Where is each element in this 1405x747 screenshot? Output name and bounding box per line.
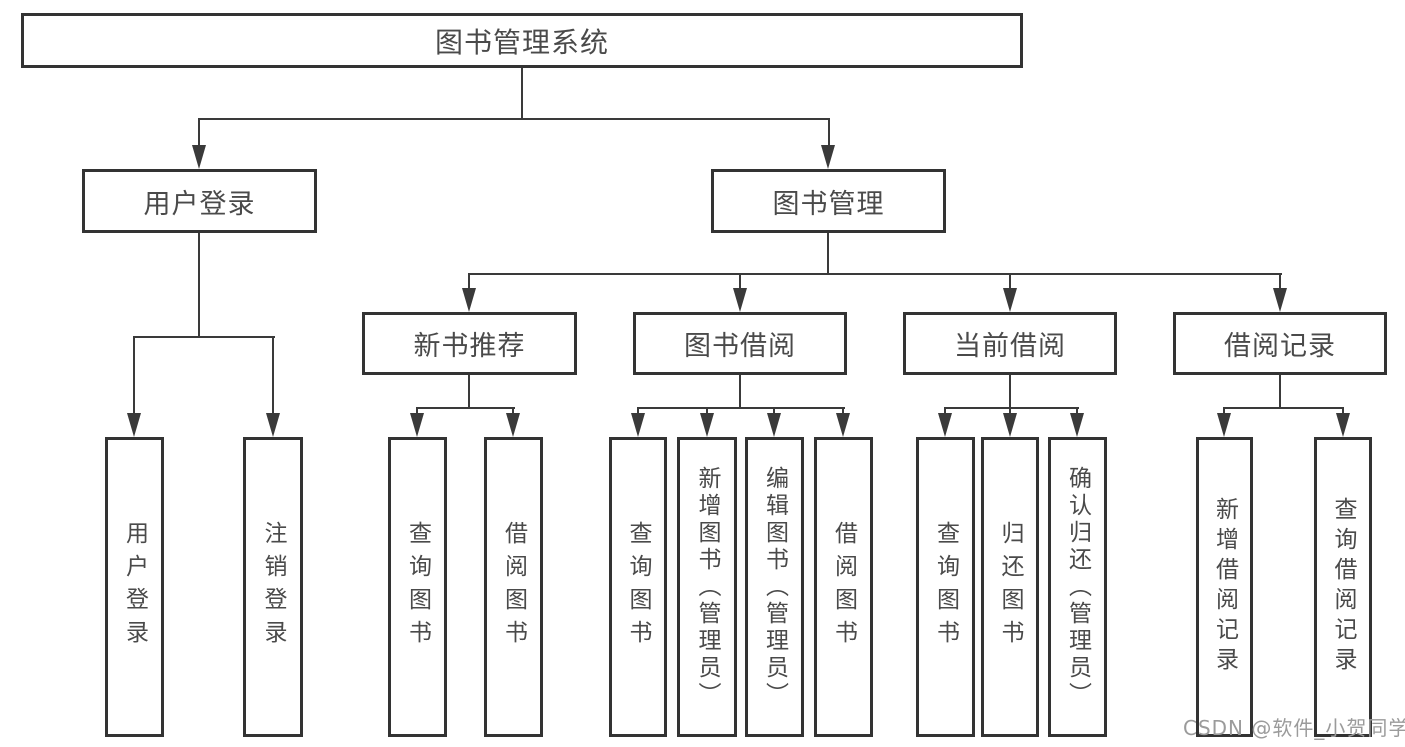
- arrowhead-down: [700, 413, 714, 437]
- connector-line: [637, 407, 639, 415]
- connector-line: [468, 273, 470, 290]
- connector-line: [827, 233, 829, 275]
- arrowhead-down: [767, 413, 781, 437]
- connector-line: [272, 336, 274, 415]
- connector-line: [133, 336, 275, 338]
- node-borrowing-records: 借阅记录: [1173, 312, 1387, 375]
- connector-line: [1009, 407, 1011, 415]
- connector-line: [1342, 407, 1344, 415]
- leaf-borrow-books: 借阅图书: [484, 437, 543, 737]
- leaf-confirm-return-admin: 确认归还（管理员）: [1048, 437, 1107, 737]
- arrowhead-down: [1003, 288, 1017, 312]
- connector-line: [1223, 407, 1225, 415]
- connector-line: [416, 407, 418, 415]
- connector-line: [1076, 407, 1078, 415]
- connector-line: [1009, 375, 1011, 409]
- leaf-add-book-admin: 新增图书（管理员）: [677, 437, 737, 737]
- connector-line: [739, 375, 741, 409]
- connector-line: [512, 407, 514, 415]
- arrowhead-down: [836, 413, 850, 437]
- leaf-return-books: 归还图书: [981, 437, 1039, 737]
- arrowhead-down: [1336, 413, 1350, 437]
- arrowhead-down: [1003, 413, 1017, 437]
- node-library-management-system: 图书管理系统: [21, 13, 1023, 68]
- leaf-logout: 注销登录: [243, 437, 303, 737]
- connector-line: [828, 118, 830, 148]
- watermark-csdn: CSDN @软件_小贺同学: [1183, 716, 1405, 740]
- connector-line: [706, 407, 708, 415]
- leaf-query-borrow-record: 查询借阅记录: [1314, 437, 1372, 737]
- connector-line: [198, 118, 830, 120]
- connector-line: [1279, 375, 1281, 409]
- node-current-borrowing: 当前借阅: [903, 312, 1117, 375]
- connector-line: [1009, 273, 1011, 290]
- connector-line: [468, 375, 470, 409]
- leaf-borrow-books-2: 借阅图书: [814, 437, 873, 737]
- connector-line: [944, 407, 1079, 409]
- arrowhead-down: [266, 413, 280, 437]
- connector-line: [416, 407, 515, 409]
- arrowhead-down: [733, 288, 747, 312]
- connector-line: [133, 336, 135, 415]
- arrowhead-down: [1273, 288, 1287, 312]
- arrowhead-down: [506, 413, 520, 437]
- connector-line: [944, 407, 946, 415]
- node-book-borrowing: 图书借阅: [633, 312, 847, 375]
- connector-line: [198, 233, 200, 338]
- connector-line: [739, 273, 741, 290]
- leaf-add-borrow-record: 新增借阅记录: [1196, 437, 1253, 737]
- connector-line: [773, 407, 775, 415]
- leaf-query-books-3: 查询图书: [916, 437, 975, 737]
- leaf-edit-book-admin: 编辑图书（管理员）: [745, 437, 804, 737]
- arrowhead-down: [631, 413, 645, 437]
- arrowhead-down: [192, 145, 206, 169]
- connector-line: [637, 407, 845, 409]
- arrowhead-down: [1217, 413, 1231, 437]
- leaf-query-books: 查询图书: [388, 437, 447, 737]
- connector-line: [1223, 407, 1344, 409]
- connector-line: [1279, 273, 1281, 290]
- arrowhead-down: [938, 413, 952, 437]
- node-user-login: 用户登录: [82, 169, 317, 233]
- arrowhead-down: [127, 413, 141, 437]
- arrowhead-down: [462, 288, 476, 312]
- connector-line: [198, 118, 200, 148]
- arrowhead-down: [410, 413, 424, 437]
- arrowhead-down: [1070, 413, 1084, 437]
- connector-line: [521, 68, 523, 118]
- leaf-user-login: 用户登录: [105, 437, 164, 737]
- node-new-book-recommend: 新书推荐: [362, 312, 577, 375]
- arrowhead-down: [821, 145, 835, 169]
- connector-line: [468, 273, 1282, 275]
- node-book-management: 图书管理: [711, 169, 946, 233]
- connector-line: [842, 407, 844, 415]
- leaf-query-books-2: 查询图书: [609, 437, 667, 737]
